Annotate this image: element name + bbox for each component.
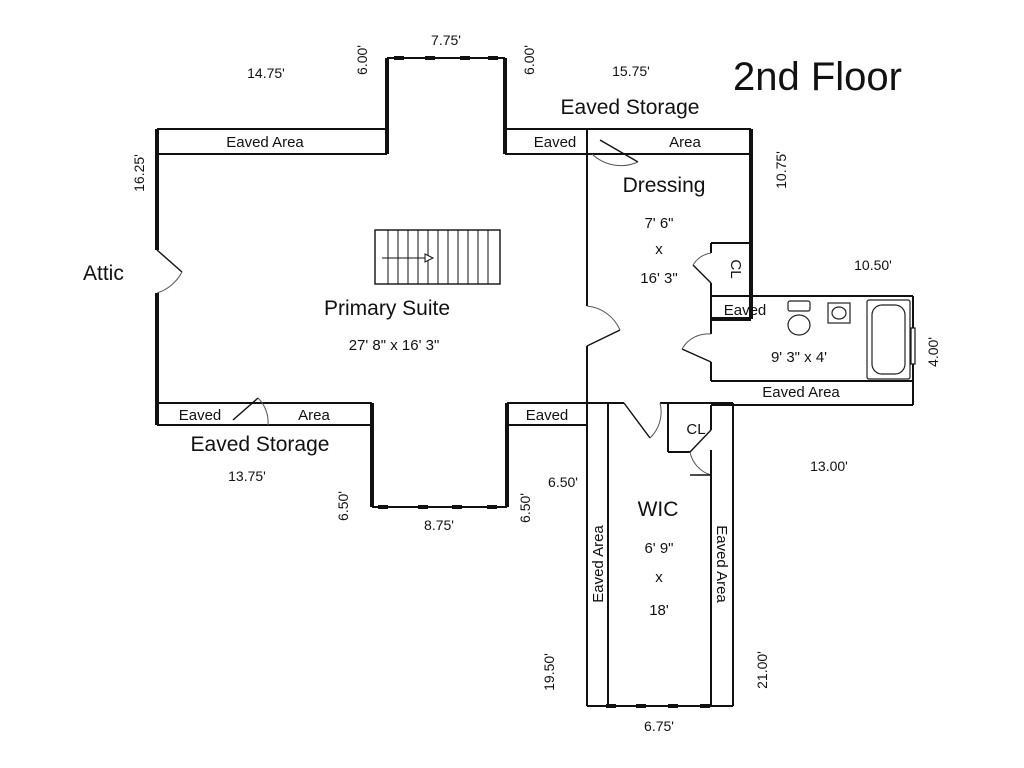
area-bottom-left: Area xyxy=(298,407,330,424)
dim-top-bay-left-depth: 6.00' xyxy=(354,45,370,75)
dim-bottom-bay-right-depth: 6.50' xyxy=(517,493,533,523)
eaved-area-wic-left: Eaved Area xyxy=(590,525,607,603)
dressing-height: 16' 3" xyxy=(640,270,677,287)
eaved-area-top-left: Eaved Area xyxy=(226,134,304,151)
eaved-labels: Eaved Area Eaved Eaved Storage Area Eave… xyxy=(179,96,841,603)
primary-suite-size: 27' 8" x 16' 3" xyxy=(349,337,440,354)
bath-size: 9' 3" x 4' xyxy=(771,349,827,366)
dim-bath-width: 10.50' xyxy=(854,257,892,273)
top-bay-windows xyxy=(394,56,498,60)
dim-left-height: 16.25' xyxy=(131,154,147,192)
closet-upper-door[interactable] xyxy=(692,252,712,284)
dimension-labels: 7.75' 6.00' 6.00' 14.75' 15.75' 16.25' 1… xyxy=(131,32,941,734)
toilet-icon xyxy=(787,300,811,336)
dressing-name: Dressing xyxy=(623,174,706,197)
sink-icon xyxy=(827,302,851,324)
closet-lower-name: CL xyxy=(686,421,705,438)
dim-center-depth: 6.50' xyxy=(548,474,578,490)
dim-top-bay-width: 7.75' xyxy=(431,32,461,48)
closet-lower-door[interactable] xyxy=(689,429,712,476)
attic-door[interactable] xyxy=(156,249,183,294)
wic-bottom-windows xyxy=(606,704,710,708)
primary-suite-name: Primary Suite xyxy=(324,297,450,320)
eaved-bath: Eaved xyxy=(724,302,767,319)
dim-top-left-width: 14.75' xyxy=(247,65,285,81)
wic-door[interactable] xyxy=(623,402,662,439)
dim-wic-bottom-width: 6.75' xyxy=(644,718,674,734)
room-labels: Primary Suite 27' 8" x 16' 3" Dressing 7… xyxy=(83,174,827,619)
dim-right-width: 13.00' xyxy=(810,458,848,474)
dim-bottom-bay-left-depth: 6.50' xyxy=(335,491,351,521)
eaved-storage-bottom-door[interactable] xyxy=(232,397,269,426)
eaved-area-bath-bottom: Eaved Area xyxy=(762,384,840,401)
dim-top-bay-right-depth: 6.00' xyxy=(521,45,537,75)
eaved-storage-top: Eaved Storage xyxy=(561,96,700,119)
wic-height: 18' xyxy=(649,602,669,619)
bathtub-icon xyxy=(866,299,911,380)
floor-title: 2nd Floor xyxy=(733,55,902,99)
eaved-top-mid: Eaved xyxy=(534,134,577,151)
dim-wic-left-height: 19.50' xyxy=(541,653,557,691)
dim-dressing-height: 10.75' xyxy=(773,151,789,189)
bath-fixtures xyxy=(787,299,911,380)
dim-top-right-width: 15.75' xyxy=(612,63,650,79)
dim-bottom-left-width: 13.75' xyxy=(228,468,266,484)
eaved-bottom-mid: Eaved xyxy=(526,407,569,424)
eaved-bottom-left: Eaved xyxy=(179,407,222,424)
stair-direction-arrow-icon xyxy=(382,253,435,263)
doors xyxy=(156,139,712,476)
dim-bottom-bay-width: 8.75' xyxy=(424,517,454,533)
eaved-storage-bottom: Eaved Storage xyxy=(191,433,330,456)
wic-x: x xyxy=(655,569,663,586)
area-top-right: Area xyxy=(669,134,701,151)
walls xyxy=(155,56,916,708)
attic-name: Attic xyxy=(83,262,124,285)
dressing-x: x xyxy=(655,241,663,258)
eaved-area-wic-right: Eaved Area xyxy=(713,525,730,603)
wic-width: 6' 9" xyxy=(644,540,673,557)
bath-door[interactable] xyxy=(681,333,712,363)
bottom-bay-windows xyxy=(378,505,497,509)
dim-wic-right-height: 21.00' xyxy=(754,651,770,689)
eaved-storage-top-door[interactable] xyxy=(591,139,639,167)
dressing-door[interactable] xyxy=(586,305,621,347)
dressing-width: 7' 6" xyxy=(644,215,673,232)
dim-bath-height: 4.00' xyxy=(925,337,941,367)
closet-upper-name: CL xyxy=(727,259,744,278)
staircase xyxy=(374,229,501,285)
wic-name: WIC xyxy=(638,498,679,521)
